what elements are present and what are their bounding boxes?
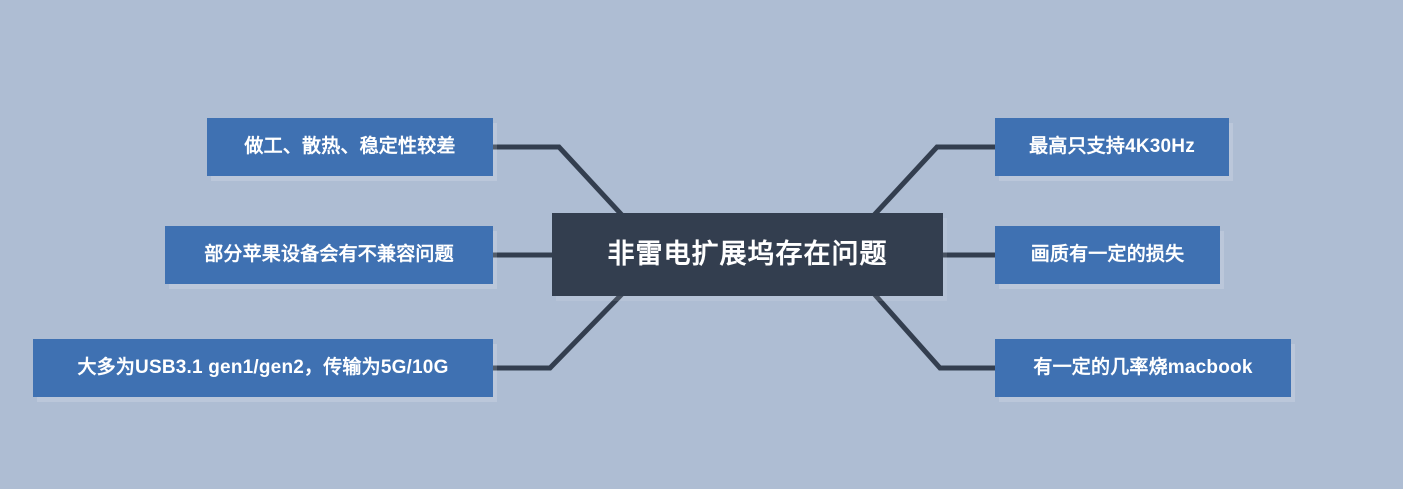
connector-right-2	[872, 292, 998, 371]
center-node[interactable]: 非雷电扩展坞存在问题	[552, 213, 943, 296]
branch-node-left-3[interactable]: 大多为USB3.1 gen1/gen2，传输为5G/10G	[33, 339, 493, 397]
branch-node-left-1[interactable]: 做工、散热、稳定性较差	[207, 118, 493, 176]
branch-node-right-3[interactable]: 有一定的几率烧macbook	[995, 339, 1291, 397]
branch-node-left-2[interactable]: 部分苹果设备会有不兼容问题	[165, 226, 493, 284]
branch-node-right-2[interactable]: 画质有一定的损失	[995, 226, 1220, 284]
connector-right-0	[872, 144, 998, 217]
branch-node-right-1[interactable]: 最高只支持4K30Hz	[995, 118, 1229, 176]
connector-left-2	[490, 292, 624, 371]
connector-left-0	[490, 144, 624, 217]
